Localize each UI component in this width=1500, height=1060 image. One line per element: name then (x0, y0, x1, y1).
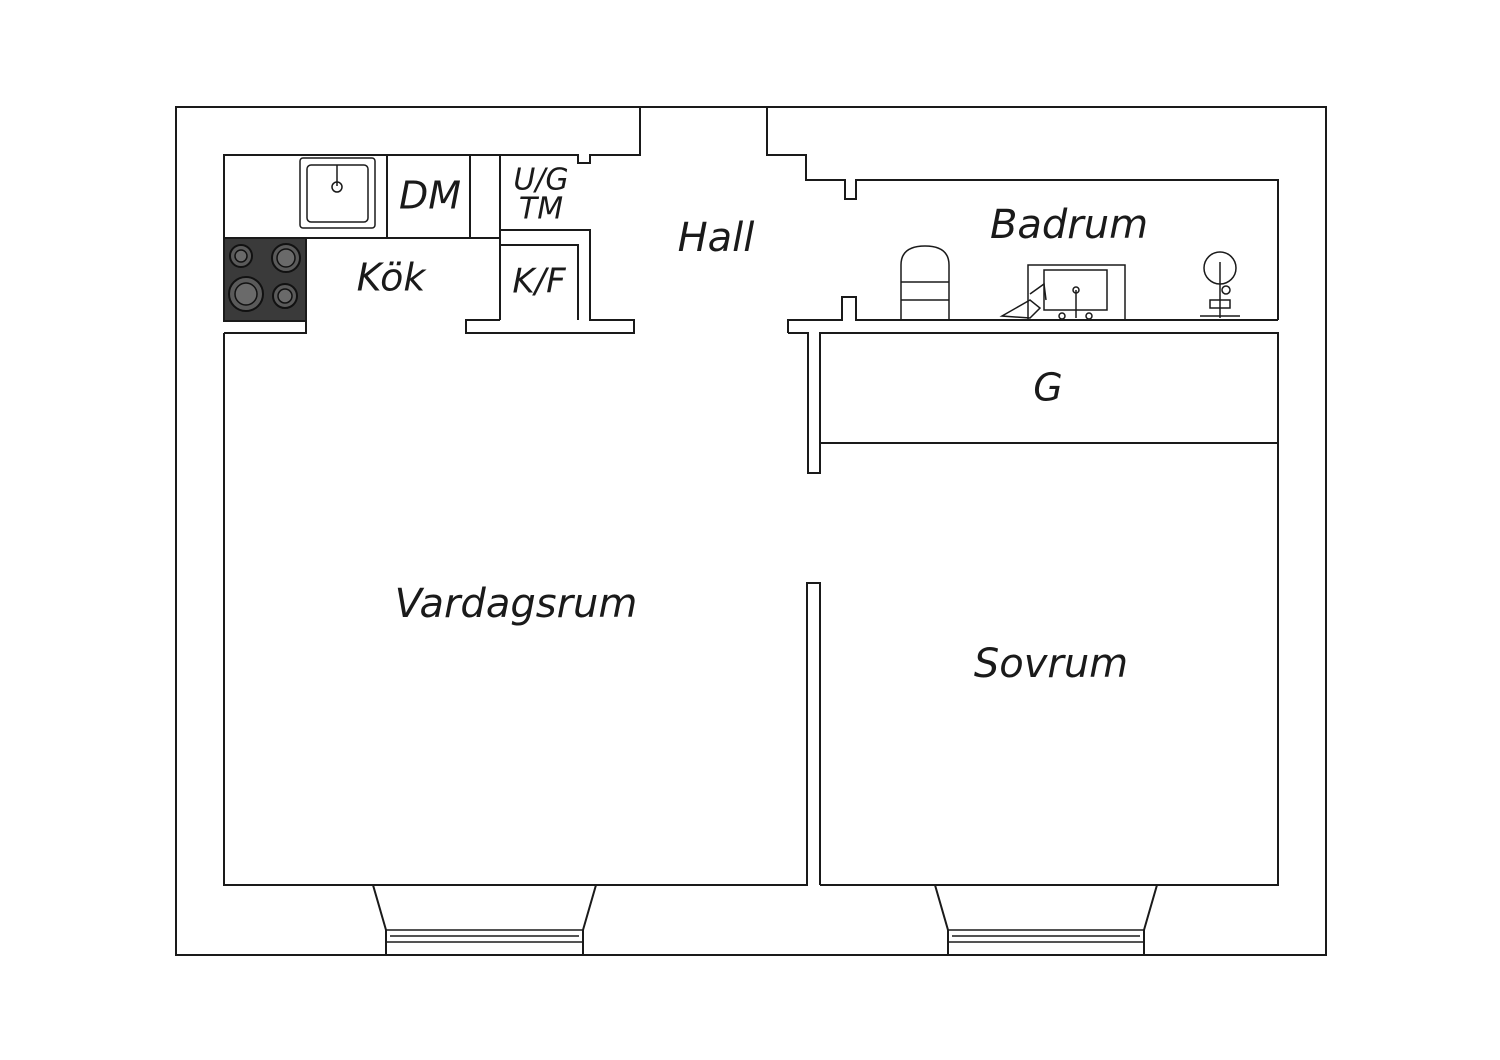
room-label-kok: Kök (357, 256, 428, 300)
bathroom-sink-icon (999, 264, 1126, 321)
bedroom-wall (819, 443, 1279, 886)
fixture-label-dm: DM (399, 174, 461, 218)
fixture-label-tm: TM (519, 192, 563, 227)
kitchen-wall (224, 107, 641, 164)
bathroom-bottom-wall (787, 296, 1278, 333)
outer-boundary (175, 106, 1327, 956)
hall-right-wall (766, 107, 1279, 320)
closet-wall (788, 332, 1279, 474)
room-label-badrum: Badrum (990, 202, 1148, 248)
room-label-hall: Hall (678, 215, 755, 261)
fixture-label-ug: U/G (513, 163, 568, 198)
room-label-g: G (1033, 366, 1062, 410)
toilet-icon (900, 245, 950, 321)
kitchen-sink-icon (299, 157, 376, 229)
living-room-wall (223, 333, 821, 886)
window-living-room (372, 884, 597, 956)
fixture-label-kf: K/F (512, 262, 566, 302)
kitchen-bottom-wall (224, 320, 307, 334)
room-label-sovrum: Sovrum (974, 641, 1128, 687)
room-label-vardagsrum: Vardagsrum (395, 581, 638, 627)
stove-icon (223, 237, 307, 322)
kitchen-counter (223, 154, 501, 239)
window-bedroom (934, 884, 1158, 956)
kitchen-cabinets (465, 229, 635, 334)
shower-icon (1200, 251, 1240, 318)
